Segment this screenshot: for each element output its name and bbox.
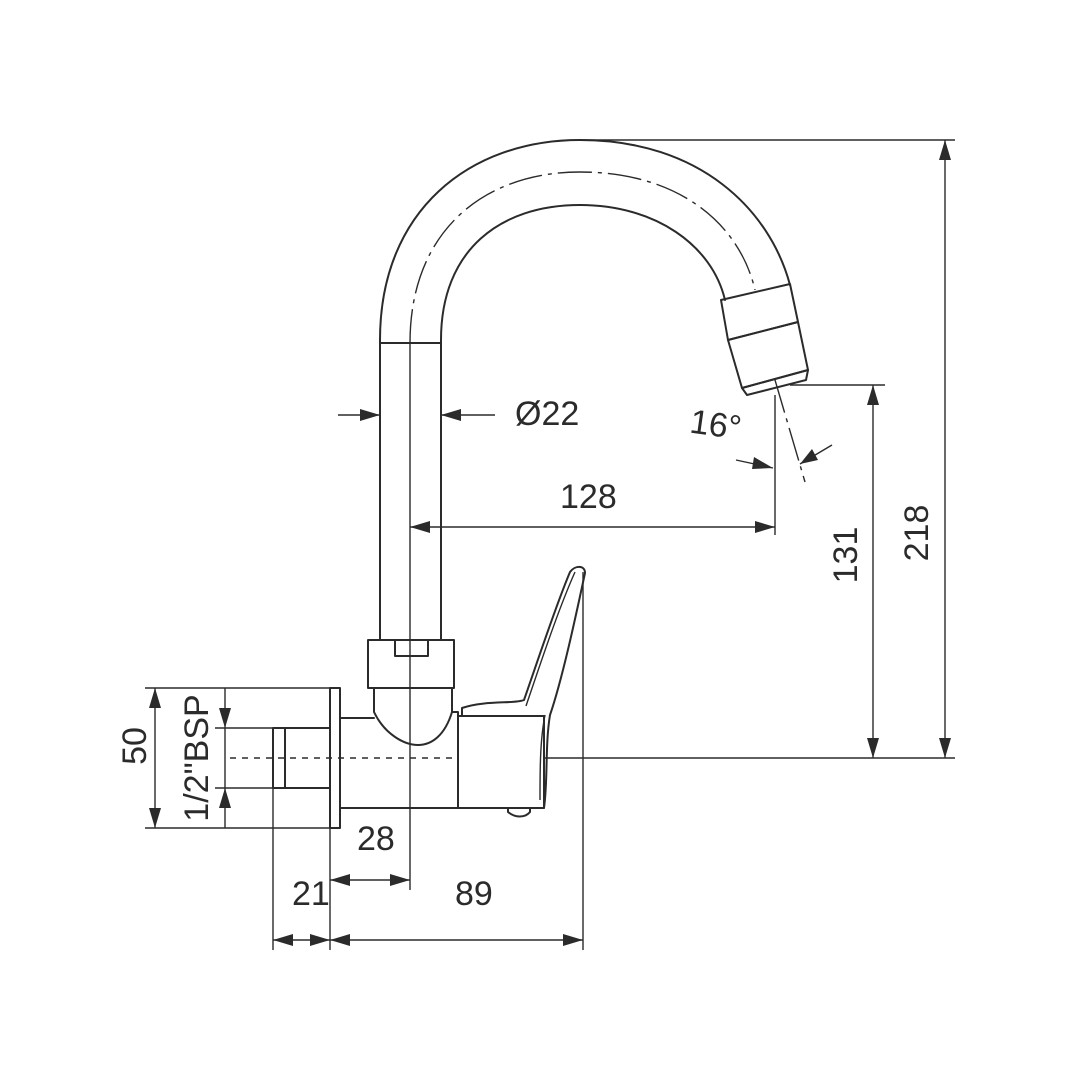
- label-thread: 1/2"BSP: [178, 694, 216, 821]
- dim-131-arrow-bottom: [867, 738, 879, 758]
- label-outlet-height: 131: [827, 527, 865, 584]
- swivel-collar: [367, 639, 455, 689]
- label-total-height: 218: [898, 505, 936, 562]
- dim-bsp-arrow-top: [219, 708, 231, 728]
- swivel-collar-notch: [394, 639, 429, 657]
- handle-lever: [461, 565, 586, 809]
- dim-28-arrow-left: [330, 874, 350, 886]
- label-inlet-length: 21: [292, 875, 330, 913]
- center-lines: [230, 171, 806, 890]
- dim-21-arrow-right: [310, 934, 330, 946]
- extension-lines: [145, 139, 955, 950]
- dim-128-arrow-left: [410, 521, 430, 533]
- dim-218-arrow-top: [939, 140, 951, 160]
- body-neck: [373, 687, 453, 746]
- dimension-lines: [149, 140, 951, 946]
- handle-bottom-cap: [507, 807, 531, 818]
- mixer-body: [457, 715, 545, 809]
- dim-50-arrow-top: [149, 688, 161, 708]
- label-inlet-height: 50: [116, 727, 154, 765]
- spout-pipe-inner: [440, 204, 726, 641]
- spout-aerator-tip: [741, 369, 809, 396]
- label-spout-angle: 16°: [688, 403, 744, 448]
- dim-50-arrow-bottom: [149, 808, 161, 828]
- dimension-labels: Ø22 16° 128 131 218 50 1/2"BSP 28 21 89: [116, 395, 936, 913]
- spout-nozzle-lower: [727, 321, 809, 389]
- faucet-outline: [272, 139, 809, 829]
- dim-21-arrow-left: [273, 934, 293, 946]
- dim-bsp-arrow-bottom: [219, 788, 231, 808]
- label-body-depth: 89: [455, 875, 493, 913]
- label-pipe-diameter: Ø22: [515, 395, 579, 433]
- dim-89-arrow-right: [563, 934, 583, 946]
- dim-218-arrow-bottom: [939, 738, 951, 758]
- spout-pipe: [379, 139, 791, 641]
- dim-16-arrow-right: [800, 449, 818, 464]
- dim-131-arrow-top: [867, 385, 879, 405]
- dim-16-arrow-left: [752, 457, 773, 469]
- label-spout-reach: 128: [560, 478, 617, 516]
- label-wall-to-axis: 28: [357, 820, 395, 858]
- outlet-axis-line: [774, 379, 806, 483]
- valve-body: [339, 711, 459, 809]
- dim-d22-arrow-right: [441, 409, 461, 421]
- dim-28-arrow-right: [390, 874, 410, 886]
- dim-d22-arrow-left: [360, 409, 380, 421]
- dim-128-arrow-right: [755, 521, 775, 533]
- dim-89-arrow-left: [330, 934, 350, 946]
- spout-arc-centerline: [409, 171, 756, 344]
- handle-lever-inner: [525, 571, 576, 801]
